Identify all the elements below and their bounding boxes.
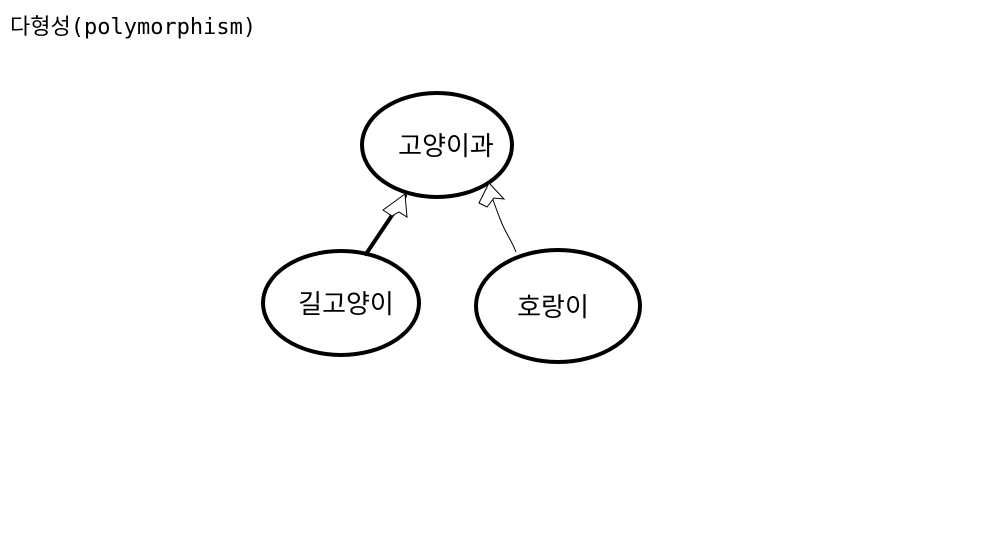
node-child-right-label: 호랑이	[517, 293, 589, 323]
edge-left-to-parent	[364, 193, 408, 256]
edge-left-arrowhead	[382, 193, 408, 218]
page-title: 다형성(polymorphism)	[10, 15, 257, 40]
edge-right-line	[490, 194, 517, 253]
edge-right-to-parent	[478, 182, 517, 253]
node-parent: 고양이과	[360, 91, 514, 199]
node-parent-label: 고양이과	[398, 132, 494, 162]
node-child-left-label: 길고양이	[298, 290, 394, 320]
node-child-left: 길고양이	[261, 249, 421, 357]
node-child-right-ellipse	[474, 248, 642, 364]
edge-right-arrowhead	[478, 182, 506, 208]
node-child-right: 호랑이	[474, 248, 642, 364]
node-child-left-ellipse	[261, 249, 421, 357]
node-parent-ellipse	[360, 91, 514, 199]
